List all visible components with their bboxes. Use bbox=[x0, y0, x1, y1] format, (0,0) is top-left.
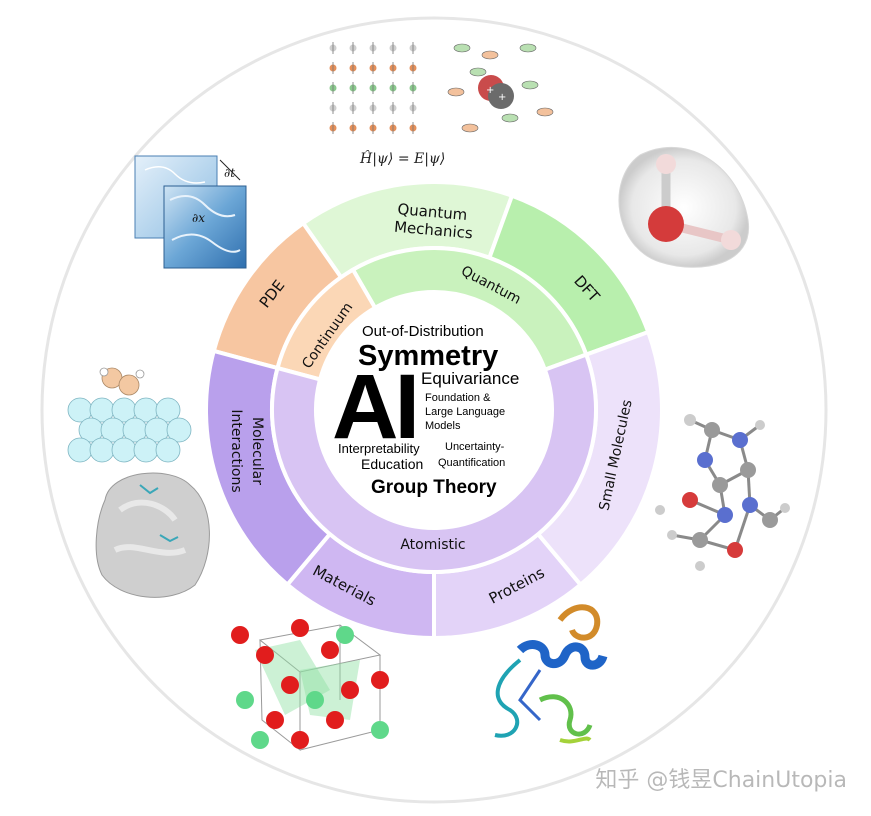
crystal-atom bbox=[266, 711, 284, 729]
molecule-atom bbox=[712, 477, 728, 493]
molecule-atom bbox=[692, 532, 708, 548]
crystal-atom bbox=[236, 691, 254, 709]
crystal-atom bbox=[291, 731, 309, 749]
spin-lattice-illustration bbox=[328, 42, 420, 136]
svg-text:+: + bbox=[498, 92, 506, 103]
center-ai-text: AI bbox=[332, 356, 416, 458]
crystal-atom bbox=[231, 626, 249, 644]
electron-particle bbox=[521, 80, 539, 90]
molecule-atom bbox=[682, 492, 698, 508]
svg-text:+: + bbox=[486, 85, 494, 96]
molecule-atom bbox=[727, 542, 743, 558]
crystal-atom bbox=[336, 626, 354, 644]
surface-atom bbox=[89, 437, 115, 463]
charged-particles-illustration: + + bbox=[447, 43, 554, 133]
pde-dt-label: ∂t bbox=[224, 166, 235, 180]
crystal-atom bbox=[326, 711, 344, 729]
electron-particle bbox=[501, 113, 519, 123]
molecule-atom bbox=[732, 432, 748, 448]
center-disc bbox=[316, 292, 552, 528]
molecule-atom bbox=[704, 422, 720, 438]
surface-atom bbox=[155, 397, 181, 423]
molecule-atom bbox=[742, 497, 758, 513]
molecule-atom bbox=[762, 512, 778, 528]
center-equivariance-text: Equivariance bbox=[421, 369, 519, 388]
surface-atom bbox=[133, 437, 159, 463]
crystal-atom bbox=[291, 619, 309, 637]
label-molecular-2: Interactions bbox=[228, 409, 244, 492]
molecule-atom bbox=[697, 452, 713, 468]
protein-surface-illustration bbox=[95, 472, 210, 598]
molecule-atom bbox=[684, 414, 696, 426]
center-foundation-text-3: Models bbox=[425, 420, 461, 432]
molecule-atom bbox=[655, 505, 665, 515]
molecule-atom bbox=[667, 530, 677, 540]
center-uncertainty-text-1: Uncertainty- bbox=[445, 441, 505, 453]
crystal-atom bbox=[371, 671, 389, 689]
watermark: 知乎 @钱昱ChainUtopia bbox=[595, 768, 847, 793]
electron-particle bbox=[453, 43, 471, 53]
molecule-atom bbox=[717, 507, 733, 523]
center-foundation-text-1: Foundation & bbox=[425, 392, 491, 404]
surface-adsorption-illustration bbox=[67, 367, 192, 463]
crystal-atom bbox=[371, 721, 389, 739]
crystal-atom bbox=[321, 641, 339, 659]
crystal-atom bbox=[256, 646, 274, 664]
pde-fluid-illustration: ∂t ∂x bbox=[134, 155, 247, 269]
crystal-lattice-illustration bbox=[231, 619, 389, 752]
molecule-atom bbox=[740, 462, 756, 478]
surface-atom bbox=[155, 437, 181, 463]
molecule-atom bbox=[780, 503, 790, 513]
schrodinger-equation: Ĥ|ψ⟩ = E|ψ⟩ bbox=[360, 151, 446, 167]
center-ood-text: Out-of-Distribution bbox=[362, 323, 484, 340]
small-molecule-illustration bbox=[655, 414, 790, 571]
surface-atom bbox=[111, 437, 137, 463]
molecule-atom bbox=[755, 420, 765, 430]
center-foundation-text-2: Large Language bbox=[425, 406, 505, 418]
center-group-theory-text: Group Theory bbox=[371, 477, 497, 498]
electron-particle bbox=[536, 107, 554, 117]
protein-ribbon-illustration bbox=[494, 604, 608, 744]
crystal-atom bbox=[251, 731, 269, 749]
electron-particle bbox=[519, 43, 537, 53]
label-molecular-1: Molecular bbox=[249, 417, 265, 485]
water-molecule-illustration bbox=[618, 146, 750, 268]
electron-particle bbox=[447, 87, 465, 97]
surface-atom bbox=[67, 437, 93, 463]
molecule-atom bbox=[695, 561, 705, 571]
label-atomistic: Atomistic bbox=[400, 537, 465, 553]
crystal-atom bbox=[341, 681, 359, 699]
electron-particle bbox=[461, 123, 479, 133]
electron-particle bbox=[469, 67, 487, 77]
crystal-atom bbox=[281, 676, 299, 694]
center-education-text: Education bbox=[361, 456, 423, 472]
center-interpretability-text: Interpretability bbox=[338, 441, 420, 456]
surface-atom bbox=[166, 417, 192, 443]
center-uncertainty-text-2: Quantification bbox=[438, 457, 505, 469]
pde-dx-label: ∂x bbox=[192, 211, 205, 225]
electron-particle bbox=[481, 50, 499, 60]
center-symmetry-text: Symmetry bbox=[358, 340, 498, 372]
crystal-atom bbox=[306, 691, 324, 709]
